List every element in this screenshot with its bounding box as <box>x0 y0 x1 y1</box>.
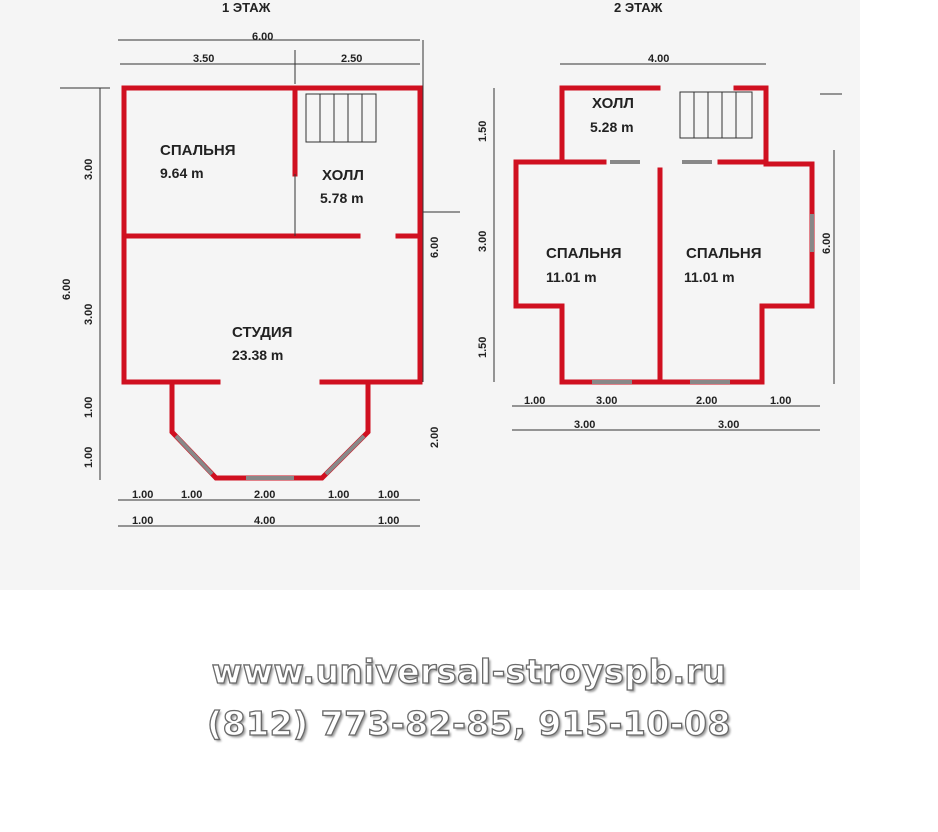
dim-f2-left-h2: 3.00 <box>477 231 489 252</box>
f1-stairs <box>305 93 377 143</box>
dim-f2-b2: 3.00 <box>596 395 617 407</box>
f1-bedroom-name: СПАЛЬНЯ <box>160 142 236 159</box>
dim-f2-b1: 1.00 <box>524 395 545 407</box>
dim-f1-right-h: 6.00 <box>429 237 441 258</box>
f2-hall-name: ХОЛЛ <box>592 95 634 112</box>
dim-f2-c2: 3.00 <box>718 419 739 431</box>
dim-f1-c2: 4.00 <box>254 515 275 527</box>
dim-f1-left-total: 6.00 <box>61 279 73 300</box>
floor-plan-area <box>0 0 860 590</box>
dim-f1-left-width: 3.50 <box>193 53 214 65</box>
f2-hall-area: 5.28 m <box>590 119 634 135</box>
dim-f2-top-width: 4.00 <box>648 53 669 65</box>
window <box>324 434 366 476</box>
f2-bedroom2-area: 11.01 m <box>684 269 735 285</box>
f1-outer-wall <box>121 85 423 385</box>
f1-hall-area: 5.78 m <box>320 190 364 206</box>
dim-f1-bay-right: 2.00 <box>429 427 441 448</box>
dim-f1-bay-h1: 1.00 <box>83 397 95 418</box>
f1-studio-name: СТУДИЯ <box>232 324 292 341</box>
dim-f2-c1: 3.00 <box>574 419 595 431</box>
f2-bedroom1-area: 11.01 m <box>546 269 597 285</box>
floor-plans-drawing: 1 ЭТАЖ 6.00 3.50 2.50 3.00 6.00 3.00 1.0… <box>60 0 842 527</box>
f2-outer-wall <box>513 85 815 385</box>
dim-f2-b4: 1.00 <box>770 395 791 407</box>
dim-f1-right-width: 2.50 <box>341 53 362 65</box>
dim-f2-b3: 2.00 <box>696 395 717 407</box>
dim-f1-b5: 1.00 <box>378 489 399 501</box>
dim-f1-c1: 1.00 <box>132 515 153 527</box>
floor1-title: 1 ЭТАЖ <box>222 0 271 15</box>
dim-f2-left-h3: 1.50 <box>477 337 489 358</box>
f1-hall-name: ХОЛЛ <box>322 167 364 184</box>
dim-f1-left-h1: 3.00 <box>83 159 95 180</box>
phone-numbers: (812) 773-82-85, 915-10-08 <box>206 703 731 743</box>
dim-f2-right-h: 6.00 <box>821 233 833 254</box>
dim-f2-left-h1: 1.50 <box>477 121 489 142</box>
dim-f1-b4: 1.00 <box>328 489 349 501</box>
floor2-title: 2 ЭТАЖ <box>614 0 663 15</box>
dim-f1-b3: 2.00 <box>254 489 275 501</box>
f2-bedroom2-name: СПАЛЬНЯ <box>686 245 762 262</box>
dim-f1-left-h2: 3.00 <box>83 304 95 325</box>
dim-f1-b1: 1.00 <box>132 489 153 501</box>
floor2-plan: 2 ЭТАЖ 4.00 1.50 3.00 1.50 6.00 <box>477 0 842 431</box>
f1-studio-area: 23.38 m <box>232 347 283 363</box>
floor1-plan: 1 ЭТАЖ 6.00 3.50 2.50 3.00 6.00 3.00 1.0… <box>60 0 460 527</box>
dim-f1-total-width: 6.00 <box>252 31 273 43</box>
window <box>174 434 214 476</box>
f1-bedroom-area: 9.64 m <box>160 165 204 181</box>
f2-bedroom1-name: СПАЛЬНЯ <box>546 245 622 262</box>
website-url: www.universal-stroyspb.ru <box>211 651 727 691</box>
dim-f1-c3: 1.00 <box>378 515 399 527</box>
dim-f1-b2: 1.00 <box>181 489 202 501</box>
dim-f1-bay-h2: 1.00 <box>83 447 95 468</box>
f2-stairs <box>679 91 753 139</box>
